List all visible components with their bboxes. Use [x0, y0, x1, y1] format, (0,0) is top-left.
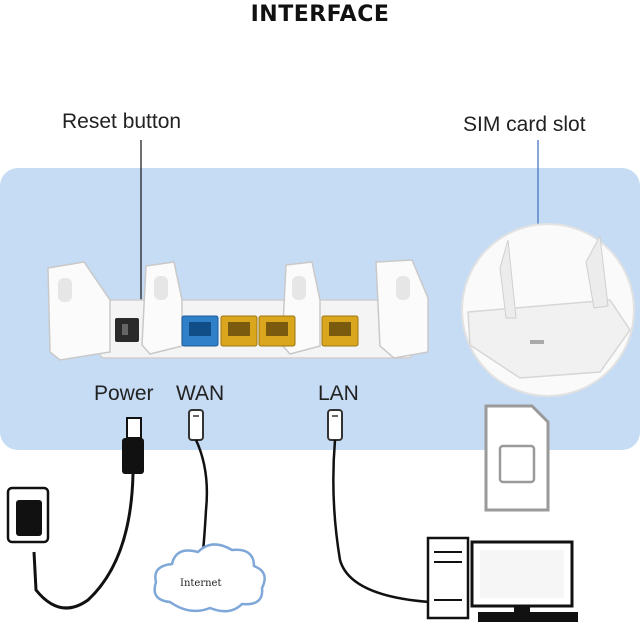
antenna-4 — [375, 259, 429, 359]
power-port-label: Power — [94, 382, 154, 405]
router-rear-view — [47, 259, 429, 361]
internet-cloud-icon — [153, 543, 266, 613]
keyboard — [478, 612, 578, 622]
lan-cable — [327, 409, 431, 604]
power-adapter-icon — [16, 500, 42, 536]
page-title: INTERFACE — [250, 2, 390, 27]
pc-tower — [426, 536, 470, 620]
antenna-1 — [47, 261, 111, 361]
power-cable — [6, 417, 144, 610]
sim-card-icon — [484, 404, 550, 512]
internet-cloud-label: Internet — [180, 578, 222, 589]
computer-icon — [426, 536, 578, 622]
wan-cable — [188, 409, 209, 561]
sim-slot-zoom — [461, 223, 635, 397]
antenna-2 — [141, 261, 183, 355]
lan-port-label: LAN — [318, 382, 359, 405]
sim-slot-callout: SIM card slot — [463, 113, 586, 136]
wan-port-label: WAN — [176, 382, 225, 405]
reset-button-callout: Reset button — [62, 110, 182, 133]
